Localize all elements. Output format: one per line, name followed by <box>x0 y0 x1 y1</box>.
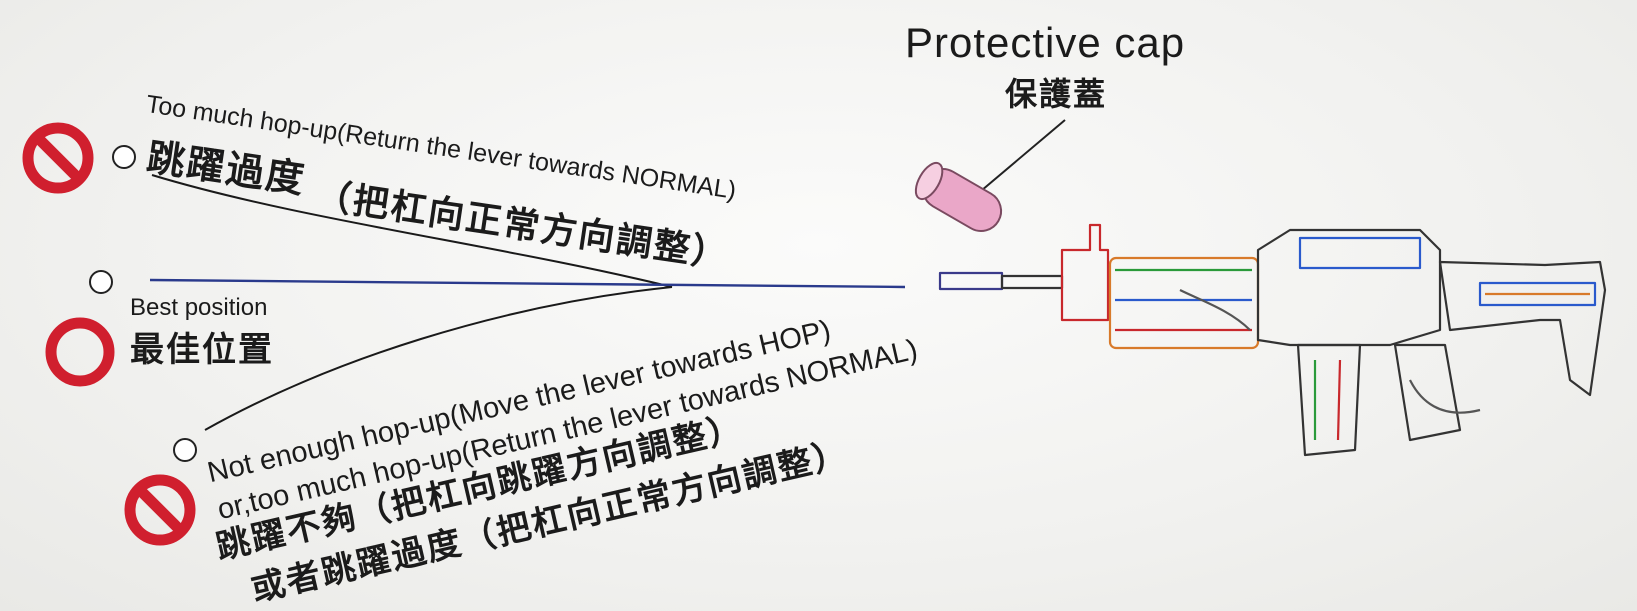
protective-cap-icon <box>914 161 1003 232</box>
circle-ok-icon <box>45 317 115 387</box>
prohibited-icon <box>124 474 196 546</box>
best-position-label-en: Best position <box>130 294 268 321</box>
trajectory-best <box>149 278 906 289</box>
cap-label-zh: 保護蓋 <box>1005 75 1108 113</box>
best-position-label-zh: 最佳位置 <box>130 330 274 370</box>
prohibited-icon <box>22 122 94 194</box>
option-circle-bottom <box>173 438 197 462</box>
trajectory-too-much <box>151 174 673 288</box>
cap-label-en: Protective cap <box>905 19 1186 66</box>
option-circle-top <box>112 145 136 169</box>
option-circle-middle <box>89 270 113 294</box>
cap-leader-line <box>974 119 1066 197</box>
rifle-icon <box>938 223 1607 457</box>
trajectory-not-enough <box>204 286 673 431</box>
